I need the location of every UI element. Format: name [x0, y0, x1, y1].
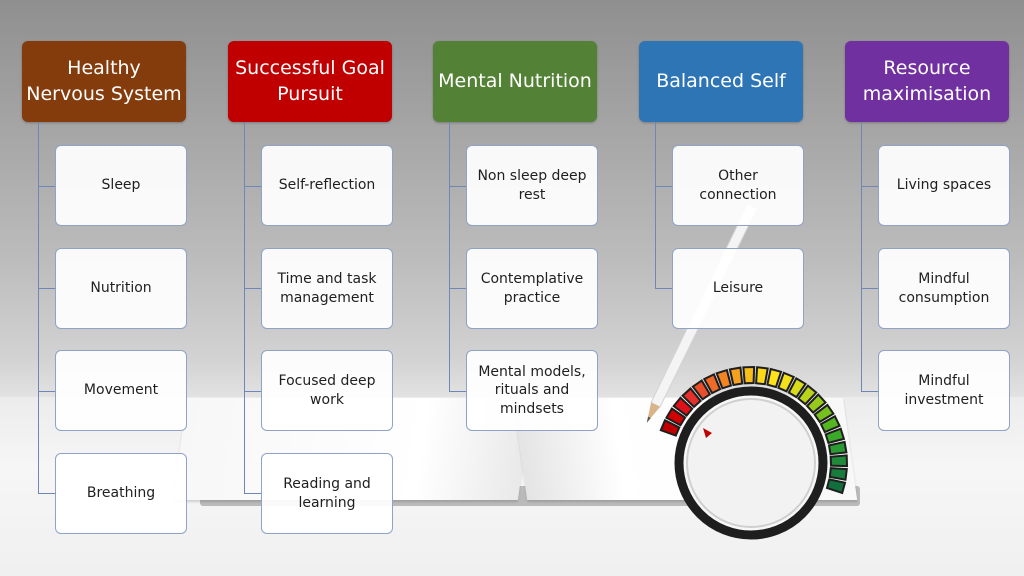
item-label: Self-reflection: [278, 177, 376, 194]
item-label: Reading and learning: [283, 476, 371, 511]
dial-segment: [805, 393, 827, 414]
connector-line: [244, 122, 245, 493]
dial-segment: [777, 371, 796, 393]
column-header-label: Resource maximisation: [862, 56, 992, 105]
item-label: Leisure: [712, 280, 764, 297]
item-box: Time and task management: [261, 248, 393, 329]
item-box: Mindful consumption: [878, 248, 1010, 329]
connector-branch: [38, 186, 56, 187]
dial-segment: [827, 440, 848, 456]
item-box: Nutrition: [55, 248, 187, 329]
column-header-4: Balanced Self: [639, 41, 803, 122]
item-label: Nutrition: [90, 280, 152, 297]
dial-gauge: [659, 365, 849, 540]
connector-line: [38, 122, 39, 493]
connector-line: [449, 122, 450, 391]
item-label: Contemplative practice: [480, 271, 584, 306]
dial-segment: [828, 467, 848, 481]
item-box: Living spaces: [878, 145, 1010, 226]
item-box: Leisure: [672, 248, 804, 329]
item-label: Other connection: [699, 168, 777, 203]
connector-branch: [244, 493, 262, 494]
column-header-3: Mental Nutrition: [433, 41, 597, 122]
dial-segment: [797, 384, 818, 406]
dial-segment: [819, 414, 841, 434]
connector-branch: [244, 186, 262, 187]
connector-branch: [38, 288, 56, 289]
item-label: Living spaces: [896, 177, 992, 194]
connector-line: [861, 122, 862, 391]
column-header-label: Mental Nutrition: [438, 69, 592, 92]
item-label: Time and task management: [277, 271, 377, 306]
item-label: Non sleep deep rest: [477, 168, 587, 203]
item-box: Reading and learning: [261, 453, 393, 534]
connector-branch: [861, 391, 879, 392]
item-label: Focused deep work: [278, 373, 376, 408]
dial-pointer-icon: [703, 428, 712, 438]
item-box: Non sleep deep rest: [466, 145, 598, 226]
connector-branch: [244, 288, 262, 289]
column-header-1: Healthy Nervous System: [22, 41, 186, 122]
item-box: Mental models, rituals and mindsets: [466, 350, 598, 431]
item-label: Mindful consumption: [898, 271, 990, 306]
item-box: Sleep: [55, 145, 187, 226]
item-label: Mental models, rituals and mindsets: [478, 364, 586, 417]
column-header-2: Successful Goal Pursuit: [228, 41, 392, 122]
dial-segment: [824, 427, 846, 445]
connector-branch: [655, 186, 673, 187]
dial-segment: [787, 377, 807, 399]
connector-branch: [449, 186, 467, 187]
connector-branch: [244, 391, 262, 392]
dial-segment: [665, 407, 687, 427]
item-box: Mindful investment: [878, 350, 1010, 431]
connector-branch: [449, 288, 467, 289]
dial-segment: [681, 387, 702, 409]
item-label: Mindful investment: [904, 373, 984, 408]
dial-segment: [691, 379, 712, 401]
item-label: Sleep: [101, 177, 141, 194]
item-box: Focused deep work: [261, 350, 393, 431]
column-header-label: Balanced Self: [656, 69, 786, 92]
item-box: Other connection: [672, 145, 804, 226]
item-box: Self-reflection: [261, 145, 393, 226]
dial-segment: [702, 373, 722, 395]
connector-branch: [861, 288, 879, 289]
dial-segment: [742, 365, 756, 385]
dial-segment: [715, 368, 733, 390]
connector-branch: [655, 288, 673, 289]
item-box: Breathing: [55, 453, 187, 534]
item-label: Movement: [83, 382, 159, 399]
dial-segment: [672, 396, 694, 417]
item-label: Breathing: [86, 485, 156, 502]
dial-segment: [825, 478, 847, 495]
dial-segment: [659, 418, 681, 437]
column-header-label: Healthy Nervous System: [26, 56, 182, 105]
item-box: Contemplative practice: [466, 248, 598, 329]
dial-segment: [755, 366, 769, 386]
connector-branch: [861, 186, 879, 187]
connector-branch: [38, 493, 56, 494]
item-box: Movement: [55, 350, 187, 431]
connector-branch: [38, 391, 56, 392]
dial-segment: [813, 403, 835, 424]
dial-segment: [829, 454, 849, 468]
connector-line: [655, 122, 656, 288]
column-header-5: Resource maximisation: [845, 41, 1009, 122]
dial-segment: [728, 366, 744, 387]
column-header-label: Successful Goal Pursuit: [235, 56, 385, 105]
dial-segment: [766, 367, 783, 389]
connector-branch: [449, 391, 467, 392]
